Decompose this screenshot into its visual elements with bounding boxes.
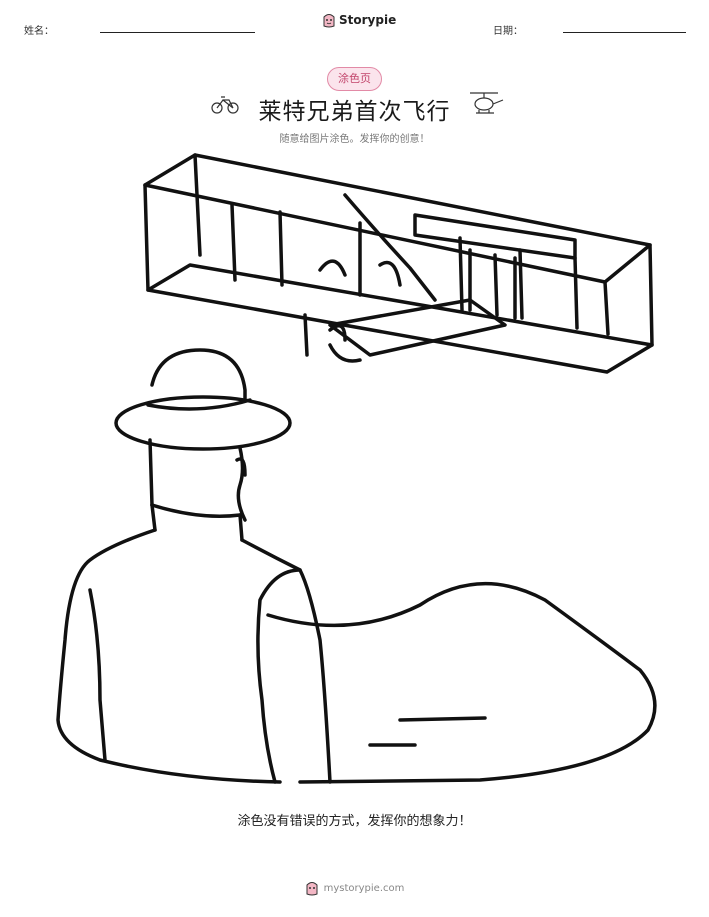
- brand-name: Storypie: [339, 13, 397, 27]
- coloring-page-badge: 涂色页: [327, 67, 382, 91]
- bicycle-icon: [211, 96, 239, 114]
- name-label: 姓名：: [24, 26, 54, 37]
- page-title: 莱特兄弟首次飞行: [258, 99, 451, 125]
- storypie-logo-icon: [306, 882, 318, 896]
- page-subtitle: 随意给图片涂色。发挥你的创意！: [279, 134, 430, 145]
- name-line: [100, 32, 255, 33]
- date-label: 日期：: [493, 26, 523, 37]
- footer: mystorypie.com: [0, 880, 709, 896]
- brand: Storypie: [322, 12, 396, 28]
- man-drawing: [56, 348, 332, 784]
- date-line: [563, 32, 686, 33]
- airplane-drawing: [143, 153, 654, 374]
- footer-site[interactable]: mystorypie.com: [323, 882, 405, 894]
- storypie-logo-icon: [323, 14, 335, 28]
- caption: 涂色没有错误的方式，发挥你的想象力！: [237, 814, 472, 829]
- hill-drawing: [266, 582, 657, 784]
- helicopter-icon: [470, 92, 504, 114]
